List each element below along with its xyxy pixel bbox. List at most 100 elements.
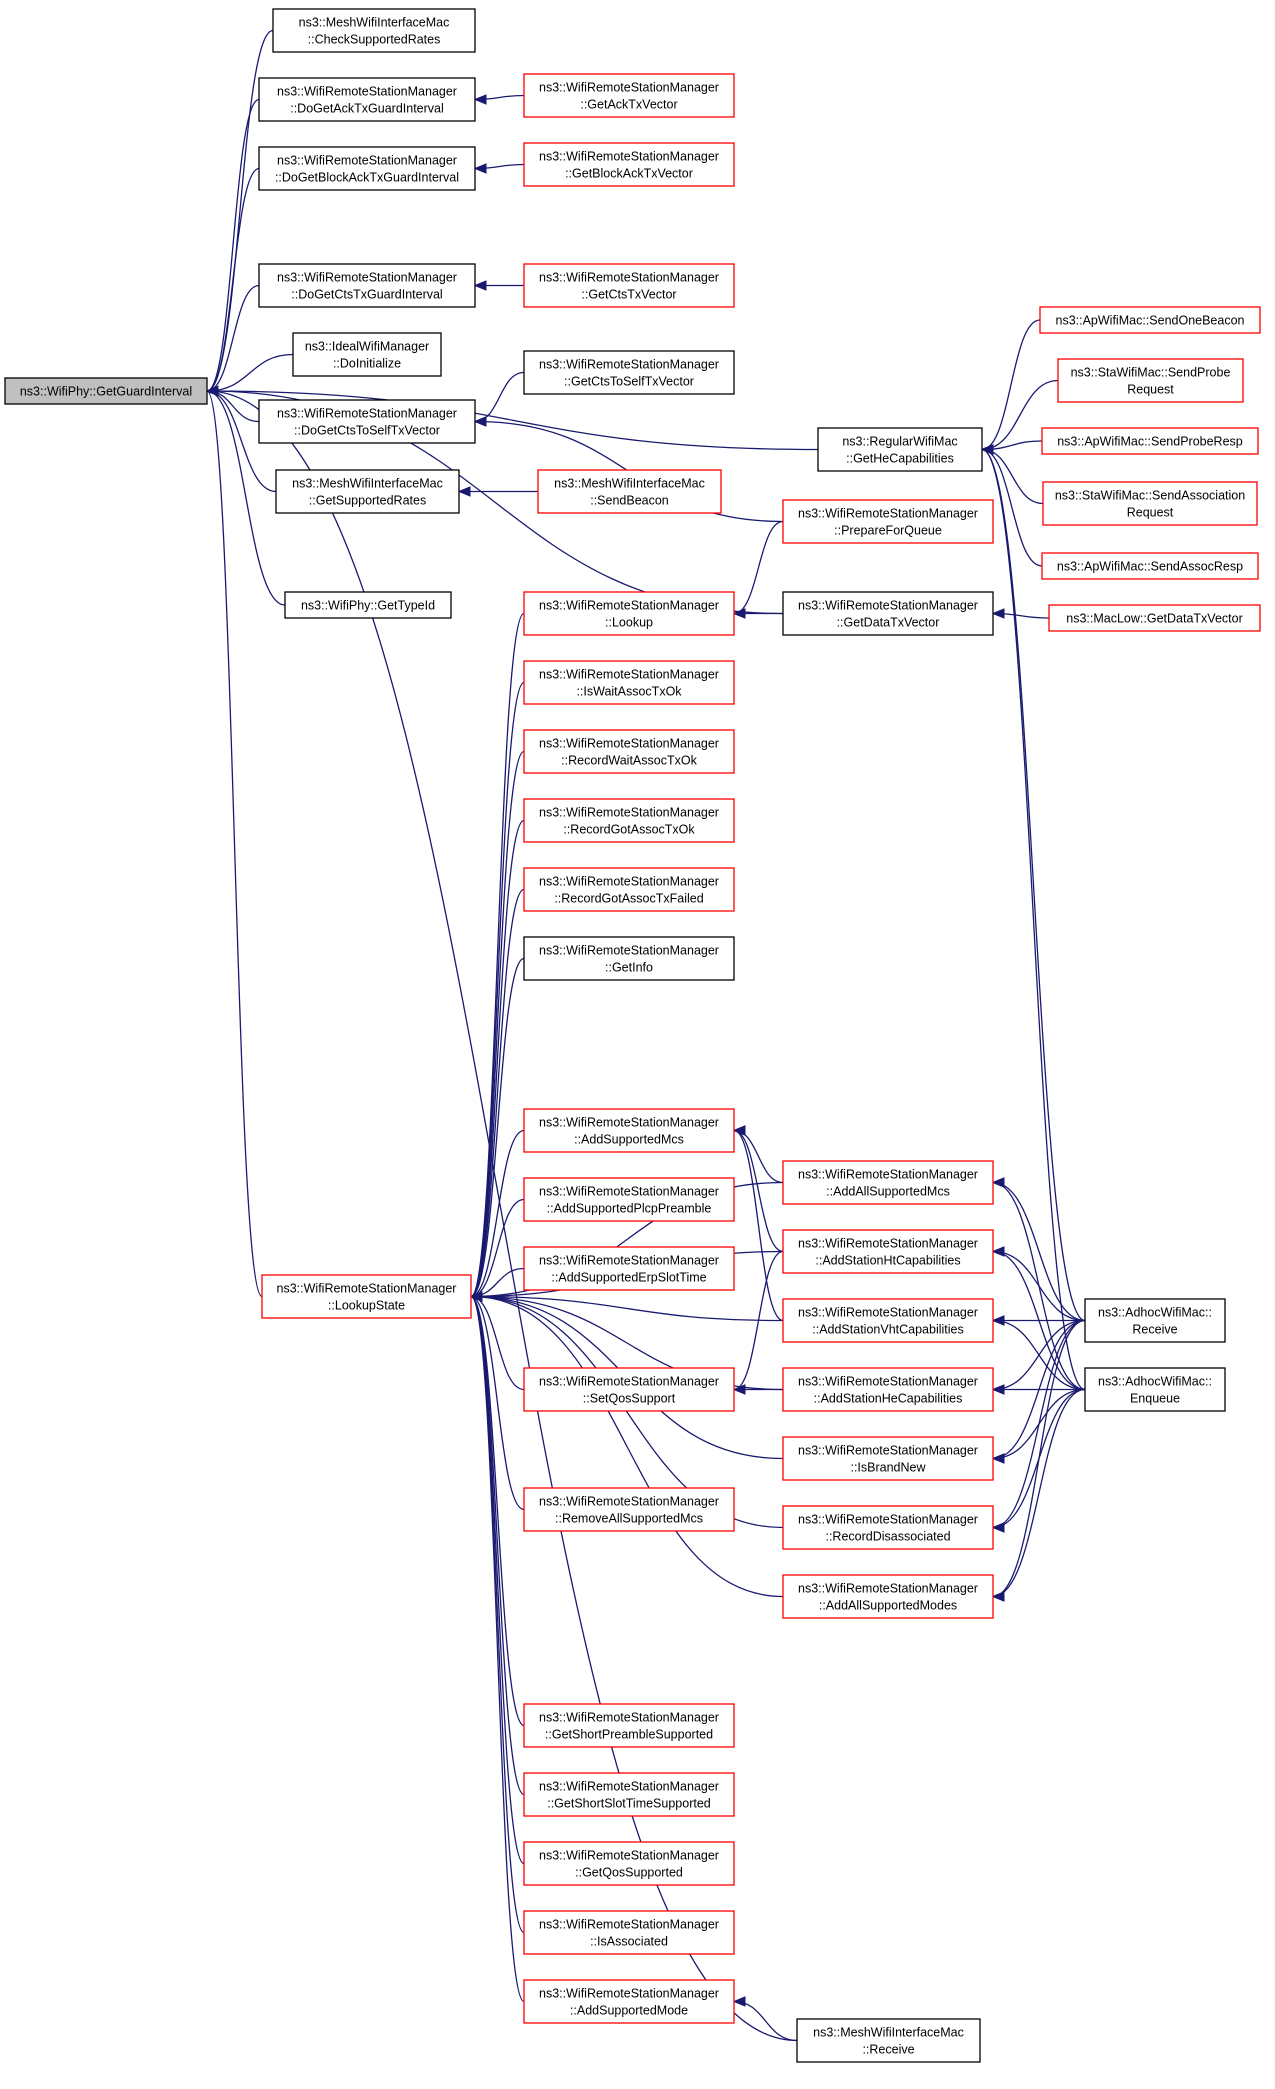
node-box	[523, 73, 735, 118]
graph-node-addSupportedErp[interactable]: ns3::WifiRemoteStationManager::AddSuppor…	[523, 1246, 735, 1291]
node-label: ::GetShortSlotTimeSupported	[547, 1797, 711, 1811]
node-box	[258, 146, 476, 191]
node-label: ::AddSupportedErpSlotTime	[551, 1271, 706, 1285]
node-label: ::DoInitialize	[333, 357, 401, 371]
node-box	[523, 1367, 735, 1412]
call-edge	[469, 750, 525, 1302]
graph-node-setQos[interactable]: ns3::WifiRemoteStationManager::SetQosSup…	[523, 1367, 735, 1412]
arrowhead	[991, 1177, 1005, 1188]
graph-node-getShortSlot[interactable]: ns3::WifiRemoteStationManager::GetShortS…	[523, 1772, 735, 1817]
node-box	[261, 1274, 472, 1319]
node-label: ::GetBlockAckTxVector	[565, 167, 693, 181]
graph-node-addVhtCap[interactable]: ns3::WifiRemoteStationManager::AddStatio…	[782, 1298, 994, 1343]
edges-layer	[205, 29, 1086, 2042]
graph-node-meshReceive[interactable]: ns3::MeshWifiInterfaceMac::Receive	[796, 2018, 981, 2063]
graph-node-doGetCts[interactable]: ns3::WifiRemoteStationManager::DoGetCtsT…	[258, 263, 476, 308]
node-box	[523, 142, 735, 187]
graph-node-adhocEnqueue[interactable]: ns3::AdhocWifiMac::Enqueue	[1084, 1367, 1226, 1412]
graph-node-addSupportedPlcp[interactable]: ns3::WifiRemoteStationManager::AddSuppor…	[523, 1177, 735, 1222]
node-label: ns3::WifiRemoteStationManager	[539, 1185, 719, 1199]
node-label: ns3::WifiRemoteStationManager	[539, 668, 719, 682]
graph-node-apSendProbeResp[interactable]: ns3::ApWifiMac::SendProbeResp	[1041, 427, 1259, 455]
call-edge	[980, 319, 1041, 455]
graph-node-apSendOneBeacon[interactable]: ns3::ApWifiMac::SendOneBeacon	[1039, 306, 1261, 334]
node-box	[1042, 481, 1258, 526]
graph-node-apSendAssocResp[interactable]: ns3::ApWifiMac::SendAssocResp	[1041, 552, 1259, 580]
graph-node-isBrandNew[interactable]: ns3::WifiRemoteStationManager::IsBrandNe…	[782, 1436, 994, 1481]
graph-node-getAckTxVector[interactable]: ns3::WifiRemoteStationManager::GetAckTxV…	[523, 73, 735, 118]
node-box	[782, 1229, 994, 1274]
node-label: Enqueue	[1130, 1392, 1180, 1406]
node-label: ::SetQosSupport	[583, 1392, 676, 1406]
node-box	[523, 263, 735, 308]
node-box	[523, 591, 735, 636]
node-box	[272, 8, 476, 53]
graph-node-prepareForQueue[interactable]: ns3::WifiRemoteStationManager::PrepareFo…	[782, 499, 994, 544]
call-edge	[469, 681, 525, 1302]
node-label: ::IsWaitAssocTxOk	[576, 685, 682, 699]
node-label: ::GetHeCapabilities	[846, 452, 954, 466]
node-label: Request	[1127, 506, 1174, 520]
graph-node-sendBeacon[interactable]: ns3::MeshWifiInterfaceMac::SendBeacon	[537, 469, 722, 514]
graph-node-idealDoInit[interactable]: ns3::IdealWifiManager::DoInitialize	[292, 332, 442, 377]
node-label: ns3::WifiRemoteStationManager	[798, 1444, 978, 1458]
node-box	[782, 1367, 994, 1412]
graph-node-macLowGetData[interactable]: ns3::MacLow::GetDataTxVector	[1048, 604, 1261, 632]
graph-node-addHtCap[interactable]: ns3::WifiRemoteStationManager::AddStatio…	[782, 1229, 994, 1274]
arrowhead	[991, 1453, 1005, 1464]
graph-node-doGetBlockAck[interactable]: ns3::WifiRemoteStationManager::DoGetBloc…	[258, 146, 476, 191]
graph-node-root[interactable]: ns3::WifiPhy::GetGuardInterval	[4, 377, 208, 405]
node-label: ns3::WifiRemoteStationManager	[798, 1513, 978, 1527]
graph-node-doGetAck[interactable]: ns3::WifiRemoteStationManager::DoGetAckT…	[258, 77, 476, 122]
graph-node-removeAllMcs[interactable]: ns3::WifiRemoteStationManager::RemoveAll…	[523, 1487, 735, 1532]
graph-node-addHeCap[interactable]: ns3::WifiRemoteStationManager::AddStatio…	[782, 1367, 994, 1412]
node-label: ::RecordGotAssocTxOk	[563, 823, 695, 837]
node-label: ns3::WifiRemoteStationManager	[277, 271, 457, 285]
node-label: ns3::WifiRemoteStationManager	[539, 81, 719, 95]
graph-node-recordDisassoc[interactable]: ns3::WifiRemoteStationManager::RecordDis…	[782, 1505, 994, 1550]
node-box	[258, 77, 476, 122]
graph-node-addSupportedMcs[interactable]: ns3::WifiRemoteStationManager::AddSuppor…	[523, 1108, 735, 1153]
graph-node-getBlockAckTxVector[interactable]: ns3::WifiRemoteStationManager::GetBlockA…	[523, 142, 735, 187]
graph-node-getCtsTxVector[interactable]: ns3::WifiRemoteStationManager::GetCtsTxV…	[523, 263, 735, 308]
node-label: ns3::WifiRemoteStationManager	[539, 1254, 719, 1268]
graph-node-doGetCtsToSelf[interactable]: ns3::WifiRemoteStationManager::DoGetCtsT…	[258, 399, 476, 444]
nodes-layer: ns3::WifiPhy::GetGuardIntervalns3::MeshW…	[4, 8, 1261, 2063]
graph-node-lookup[interactable]: ns3::WifiRemoteStationManager::Lookup	[523, 591, 735, 636]
node-label: ns3::WifiRemoteStationManager	[798, 1375, 978, 1389]
graph-node-addAllMcs[interactable]: ns3::WifiRemoteStationManager::AddAllSup…	[782, 1160, 994, 1205]
graph-node-adhocReceive[interactable]: ns3::AdhocWifiMac::Receive	[1084, 1298, 1226, 1343]
graph-node-getQos[interactable]: ns3::WifiRemoteStationManager::GetQosSup…	[523, 1841, 735, 1886]
arrowhead	[473, 280, 487, 291]
node-label: ::PrepareForQueue	[834, 524, 942, 538]
graph-node-regularHeCap[interactable]: ns3::RegularWifiMac::GetHeCapabilities	[817, 427, 983, 472]
call-edge	[732, 1384, 784, 1395]
node-box	[523, 1108, 735, 1153]
graph-node-isWaitAssoc[interactable]: ns3::WifiRemoteStationManager::IsWaitAss…	[523, 660, 735, 705]
node-box	[523, 867, 735, 912]
node-label: ::AddStationVhtCapabilities	[812, 1323, 963, 1337]
graph-node-lookupState[interactable]: ns3::WifiRemoteStationManager::LookupSta…	[261, 1274, 472, 1319]
node-box	[537, 469, 722, 514]
graph-node-getDataTxVector[interactable]: ns3::WifiRemoteStationManager::GetDataTx…	[782, 591, 994, 636]
graph-node-isAssociated[interactable]: ns3::WifiRemoteStationManager::IsAssocia…	[523, 1910, 735, 1955]
node-box	[523, 1910, 735, 1955]
graph-node-recordGotAssocFailed[interactable]: ns3::WifiRemoteStationManager::RecordGot…	[523, 867, 735, 912]
graph-node-recordGotAssoc[interactable]: ns3::WifiRemoteStationManager::RecordGot…	[523, 798, 735, 843]
graph-node-checkSupportedRates[interactable]: ns3::MeshWifiInterfaceMac::CheckSupporte…	[272, 8, 476, 53]
graph-node-getCtsToSelfTxVector[interactable]: ns3::WifiRemoteStationManager::GetCtsToS…	[523, 350, 735, 395]
graph-node-addSupportedMode[interactable]: ns3::WifiRemoteStationManager::AddSuppor…	[523, 1979, 735, 2024]
graph-node-recordWaitAssoc[interactable]: ns3::WifiRemoteStationManager::RecordWai…	[523, 729, 735, 774]
graph-node-getShortPreamble[interactable]: ns3::WifiRemoteStationManager::GetShortP…	[523, 1703, 735, 1748]
graph-node-getTypeId[interactable]: ns3::WifiPhy::GetTypeId	[284, 591, 452, 619]
node-label: ns3::WifiRemoteStationManager	[539, 1116, 719, 1130]
node-box	[523, 729, 735, 774]
node-box	[782, 1160, 994, 1205]
graph-node-addAllModes[interactable]: ns3::WifiRemoteStationManager::AddAllSup…	[782, 1574, 994, 1619]
call-edge	[469, 612, 525, 1302]
graph-node-getInfo[interactable]: ns3::WifiRemoteStationManager::GetInfo	[523, 936, 735, 981]
graph-node-getSupportedRates[interactable]: ns3::MeshWifiInterfaceMac::GetSupportedR…	[275, 469, 460, 514]
